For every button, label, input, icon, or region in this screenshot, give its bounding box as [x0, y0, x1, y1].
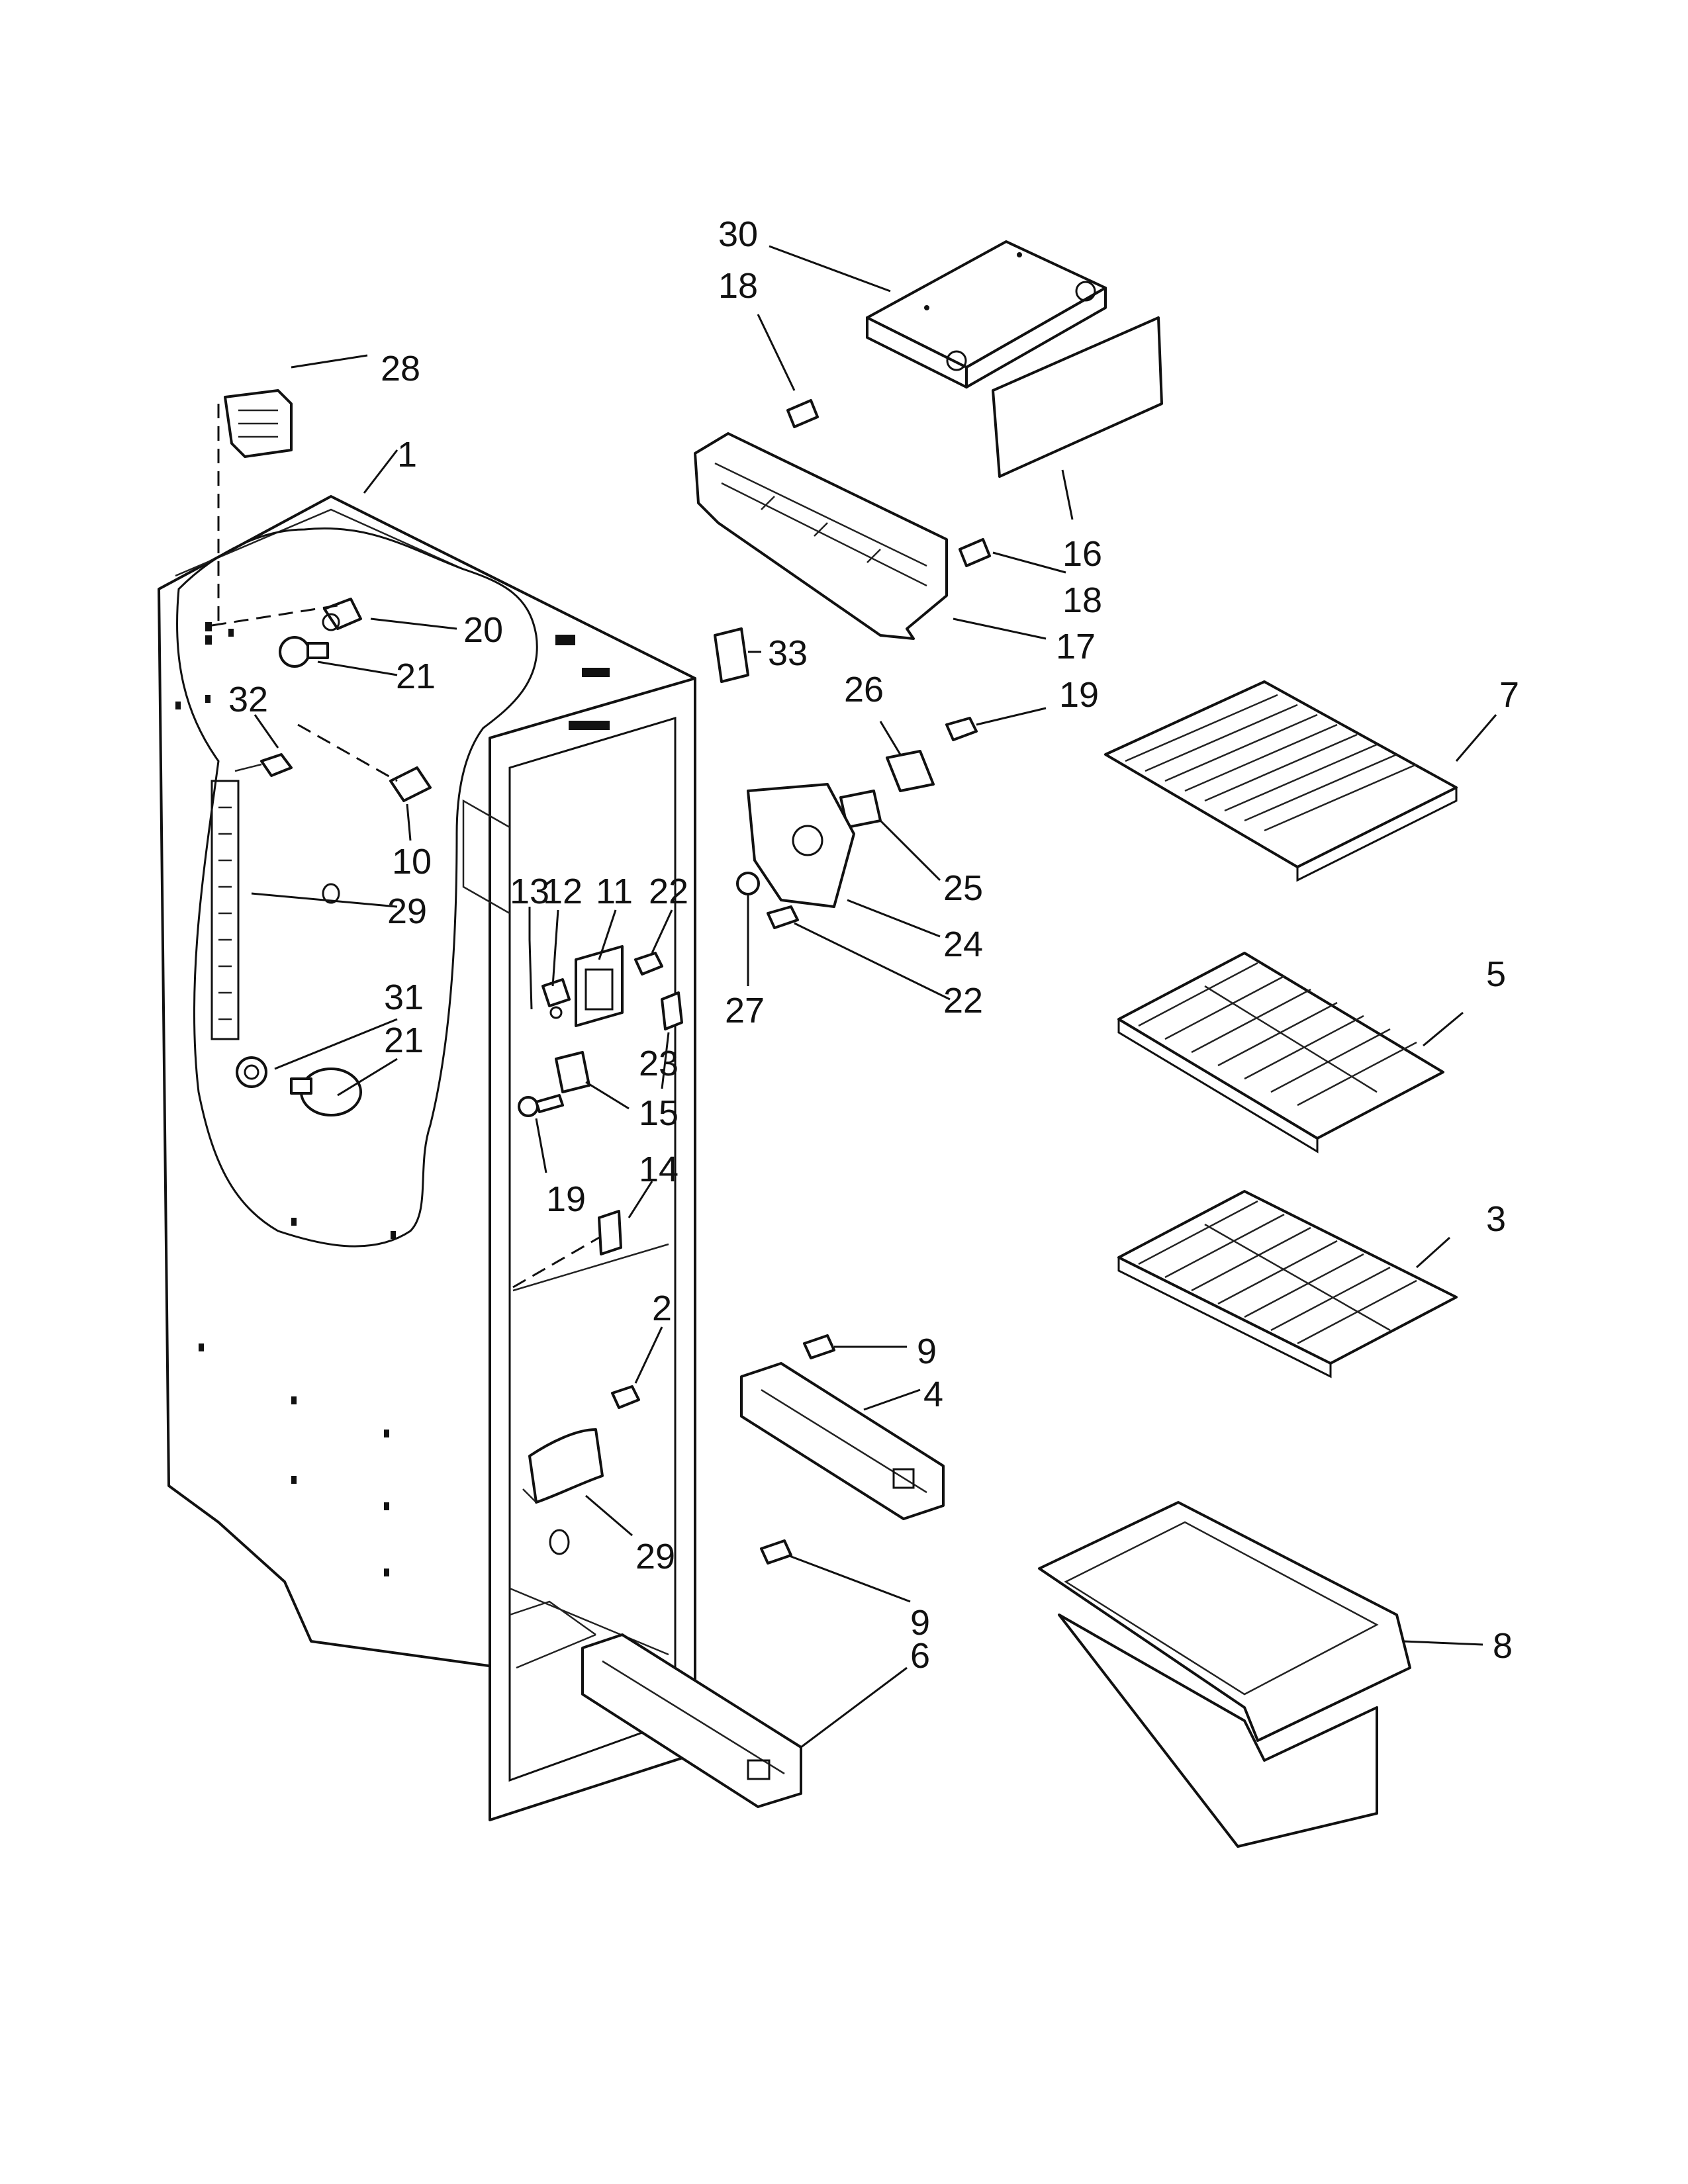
part-24-dispenser-housing: [747, 783, 855, 908]
callout-24: 24: [943, 925, 983, 964]
callout-13: 13: [510, 872, 549, 911]
part-15-board: [555, 1051, 590, 1093]
callout-10: 10: [392, 842, 432, 882]
part-21-bulb-upper: [279, 636, 329, 668]
part-14-connector: [598, 1210, 622, 1255]
callout-27: 27: [725, 991, 765, 1030]
part-26-board: [886, 750, 935, 792]
part-9-screw-a: [803, 1334, 835, 1359]
callout-29-lower: 29: [635, 1537, 675, 1576]
callout-32: 32: [228, 680, 268, 719]
callout-33: 33: [768, 633, 808, 673]
part-33-bracket: [714, 627, 749, 683]
part-28-clip: [224, 389, 293, 458]
callout-28: 28: [381, 349, 420, 388]
part-9-screw-b: [760, 1539, 792, 1565]
callout-1: 1: [397, 435, 417, 475]
callout-31: 31: [384, 978, 424, 1017]
callout-2: 2: [652, 1289, 672, 1328]
callout-4: 4: [923, 1375, 943, 1414]
part-18-screw-a: [786, 399, 819, 428]
callout-3: 3: [1486, 1199, 1506, 1239]
callout-15: 15: [639, 1093, 679, 1133]
callout-6: 6: [910, 1636, 930, 1676]
callout-17: 17: [1056, 627, 1096, 666]
cabinet-liner: [158, 495, 696, 1821]
part-18-screw-b: [959, 538, 991, 567]
part-8-bin: [1038, 1501, 1411, 1848]
part-27-grommet: [736, 872, 760, 895]
part-5-shelf: [1117, 952, 1444, 1154]
part-23-switch: [661, 991, 683, 1030]
callout-11: 11: [596, 872, 633, 911]
part-3-shelf: [1117, 1190, 1458, 1379]
callout-29-upper: 29: [387, 891, 427, 931]
part-29-cover-lower: [522, 1428, 604, 1555]
callout-22-lower: 22: [943, 981, 983, 1021]
part-2-screw: [611, 1385, 640, 1409]
callout-16: 16: [1062, 534, 1102, 574]
leader-lines: [251, 245, 1497, 1749]
callout-21-top: 21: [396, 657, 436, 696]
part-4-rail: [740, 1362, 945, 1520]
part-13-pin: [528, 939, 533, 1010]
callout-21-lower: 21: [384, 1021, 424, 1060]
callout-8: 8: [1493, 1626, 1513, 1666]
part-12-spring: [541, 978, 571, 1019]
callout-7: 7: [1499, 675, 1519, 715]
callout-18-top: 18: [718, 266, 758, 306]
part-21-bulb-lower: [290, 1068, 362, 1116]
part-22-screw-b: [767, 905, 799, 929]
callout-9-upper: 9: [917, 1332, 937, 1371]
part-32-screw: [234, 753, 293, 777]
callout-20: 20: [463, 610, 503, 650]
part-31-socket: [236, 1056, 267, 1088]
callout-14: 14: [639, 1150, 679, 1189]
part-17-housing: [694, 432, 948, 640]
callout-23: 23: [639, 1044, 679, 1083]
callout-12: 12: [543, 872, 583, 911]
callout-22-upper: 22: [649, 872, 688, 911]
part-22-screw-a: [634, 952, 663, 976]
part-11-housing: [575, 945, 624, 1027]
part-16-cover: [992, 316, 1163, 478]
callout-5: 5: [1486, 954, 1506, 994]
part-19-screw-a: [518, 1094, 564, 1117]
callout-25: 25: [943, 868, 983, 908]
callout-30: 30: [718, 214, 758, 254]
callout-19-top: 19: [1059, 675, 1099, 715]
callout-labels: 30 18 28 1 16 18 20 17 21 33 26 19 7 32 …: [228, 214, 1519, 1676]
part-30-bracket: [866, 240, 1107, 388]
part-6-rail: [581, 1633, 802, 1808]
part-7-shelf: [1104, 680, 1458, 882]
part-10-clip: [389, 766, 432, 802]
callout-18-mid: 18: [1062, 580, 1102, 620]
callout-26: 26: [844, 670, 884, 709]
callout-19-lower: 19: [546, 1179, 586, 1219]
part-19-screw-b: [945, 717, 978, 741]
callout-9-lower: 9: [910, 1603, 930, 1643]
